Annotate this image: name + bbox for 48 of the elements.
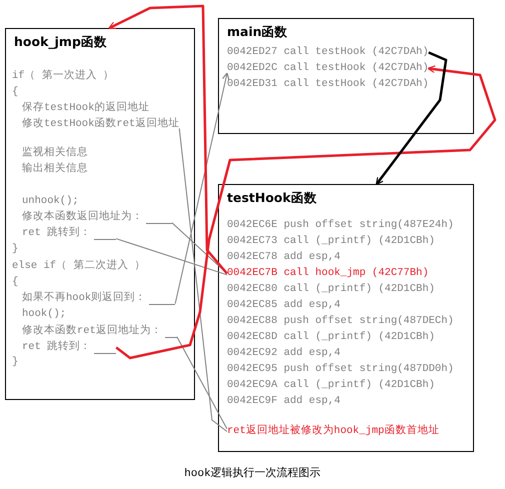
- leader-line: [172, 222, 228, 274]
- code-line: {: [12, 276, 18, 289]
- function-panel: [5, 28, 195, 400]
- code-line: }: [12, 356, 18, 369]
- panel-title: main函数: [227, 24, 288, 39]
- code-line: 0042ED27 call testHook (42C7DAh): [227, 46, 429, 59]
- code-line: 0042EC9A call (_printf) (42D1CBh): [227, 379, 435, 392]
- code-line: ret 跳转到：: [22, 227, 116, 240]
- code-line: 如果不再hook则返回到：: [22, 292, 176, 305]
- code-line: 0042EC73 call (_printf) (42D1CBh): [227, 235, 435, 248]
- function-panel: [218, 184, 474, 452]
- code-line: 修改testHook函数ret返回地址: [22, 118, 180, 131]
- code-line: 0042EC92 add esp,4: [227, 347, 340, 360]
- code-line: 0042EC9F add esp,4: [227, 395, 340, 408]
- code-line: 保存testHook的返回地址: [22, 102, 150, 115]
- code-line: 0042EC7B call hook_jmp (42C77Bh): [227, 267, 429, 280]
- code-line: 输出相关信息: [22, 163, 88, 176]
- function-panel: [218, 18, 474, 134]
- panel-title: testHook函数: [227, 190, 317, 205]
- code-line: unhook();: [22, 195, 79, 208]
- code-line: 0042EC85 add esp,4: [227, 299, 340, 312]
- code-line: else if（ 第二次进入 ）: [12, 260, 146, 273]
- code-line: 0042EC8D call (_printf) (42D1CBh): [227, 331, 435, 344]
- caption: hook逻辑执行一次流程图示: [184, 466, 321, 480]
- leader-line: [176, 336, 228, 430]
- code-line: 0042EC78 add esp,4: [227, 251, 340, 264]
- arrow: [115, 65, 496, 360]
- code-line: 监视相关信息: [22, 147, 88, 160]
- code-line: if（ 第一次进入 ）: [12, 70, 114, 83]
- code-line: 0042EC95 push offset string(487DD0h): [227, 363, 454, 376]
- code-line: 修改本函数返回地址为：: [22, 211, 172, 224]
- code-line: ret返回地址被修改为hook_jmp函数首地址: [227, 425, 440, 438]
- code-line: ret 跳转到：: [22, 341, 116, 354]
- code-line: 0042EC88 push offset string(487DECh): [227, 315, 454, 328]
- code-line: 0042EC80 call (_printf) (42D1CBh): [227, 283, 435, 296]
- code-line: 0042EC6E push offset string(487E24h): [227, 219, 454, 232]
- panel-title: hook_jmp函数: [14, 34, 107, 49]
- leader-line: [116, 238, 228, 276]
- code-line: {: [12, 86, 18, 99]
- code-line: 0042ED31 call testHook (42C7DAh): [227, 78, 429, 91]
- code-line: hook();: [22, 308, 66, 321]
- code-line: 修改本函数ret返回地址为：: [22, 325, 177, 338]
- leader-line: [178, 128, 228, 432]
- arrow: [174, 72, 230, 304]
- code-line: }: [12, 243, 18, 256]
- arrow: [108, 4, 228, 274]
- code-line: 0042ED2C call testHook (42C7DAh): [227, 62, 429, 75]
- arrow: [376, 51, 448, 186]
